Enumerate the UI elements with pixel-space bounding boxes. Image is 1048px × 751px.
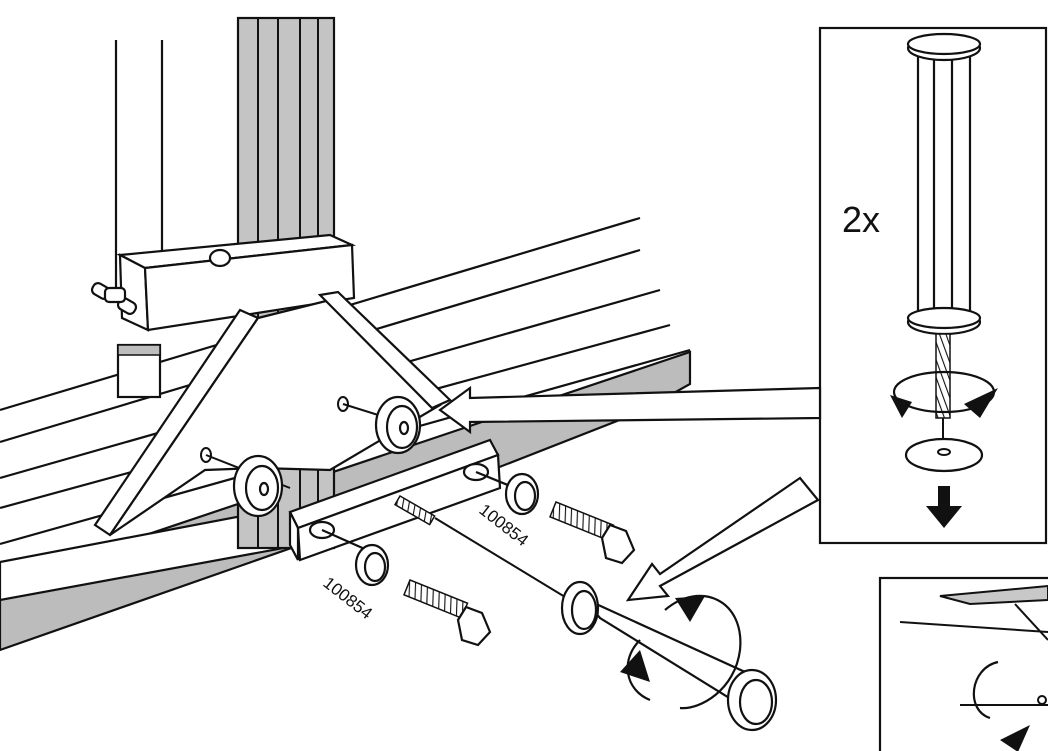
cap-dowel-detail	[906, 32, 982, 336]
rotate-arrow-head-upper	[675, 596, 705, 622]
wing-nut	[90, 282, 138, 315]
washer-100854-upper	[504, 472, 540, 516]
quantity-label: 2x	[842, 199, 880, 240]
pointer-arrow-icon	[625, 476, 820, 602]
background-uprights	[114, 40, 164, 290]
detail-panel-secondary	[878, 576, 1048, 751]
bolt-upper	[549, 501, 636, 565]
rotate-arrow-icon	[890, 395, 912, 418]
bolt-lower	[403, 579, 492, 647]
threaded-rod	[393, 494, 571, 601]
pointer-arrow-icon	[438, 385, 822, 435]
rotate-arrow-head-lower	[620, 650, 650, 682]
arrow-down-icon	[926, 486, 962, 528]
detail-thread	[935, 333, 951, 419]
washer-100854-lower	[354, 543, 390, 587]
washer-upper	[374, 395, 422, 455]
corner-bracket	[93, 290, 452, 537]
detail-panel: 2x	[818, 26, 1048, 545]
washer-lower	[232, 454, 284, 518]
rotate-arrow-icon	[1000, 725, 1030, 751]
cap-dowel-foreground	[560, 580, 778, 732]
rotate-arrow-icon	[964, 388, 998, 418]
